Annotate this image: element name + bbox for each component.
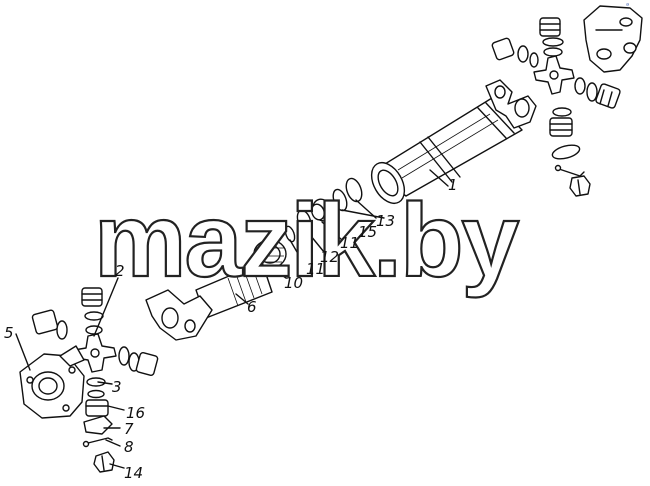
upper-cross-assembly [491,5,643,197]
label-part-14: 14 [124,464,143,482]
label-part-8: 8 [124,438,134,456]
lower-cross-assembly [19,287,159,473]
label-part-16: 16 [126,404,145,422]
label-part-11-lower: 11 [306,260,325,278]
label-part-2: 2 [115,262,125,280]
seal-rings-group [253,177,363,269]
watermark-text: mazik.by [94,183,519,299]
label-part-15: 15 [358,223,377,241]
splined-shaft [145,261,273,341]
part-labels: 1 2 3 5 6 7 8 10 11 11 12 13 14 15 16 [4,176,458,482]
label-part-10: 10 [284,274,303,292]
label-part-5: 5 [4,324,14,342]
label-part-11-upper: 11 [340,234,359,252]
label-part-12: 12 [320,248,339,266]
label-part-13: 13 [376,212,395,230]
propeller-shaft-tube [370,79,537,204]
corner-mark: ᵃ [626,1,629,10]
leader-lines [15,169,449,469]
label-part-1: 1 [448,176,458,194]
label-part-6: 6 [247,298,257,316]
label-part-7: 7 [124,420,134,438]
label-part-3: 3 [112,378,122,396]
